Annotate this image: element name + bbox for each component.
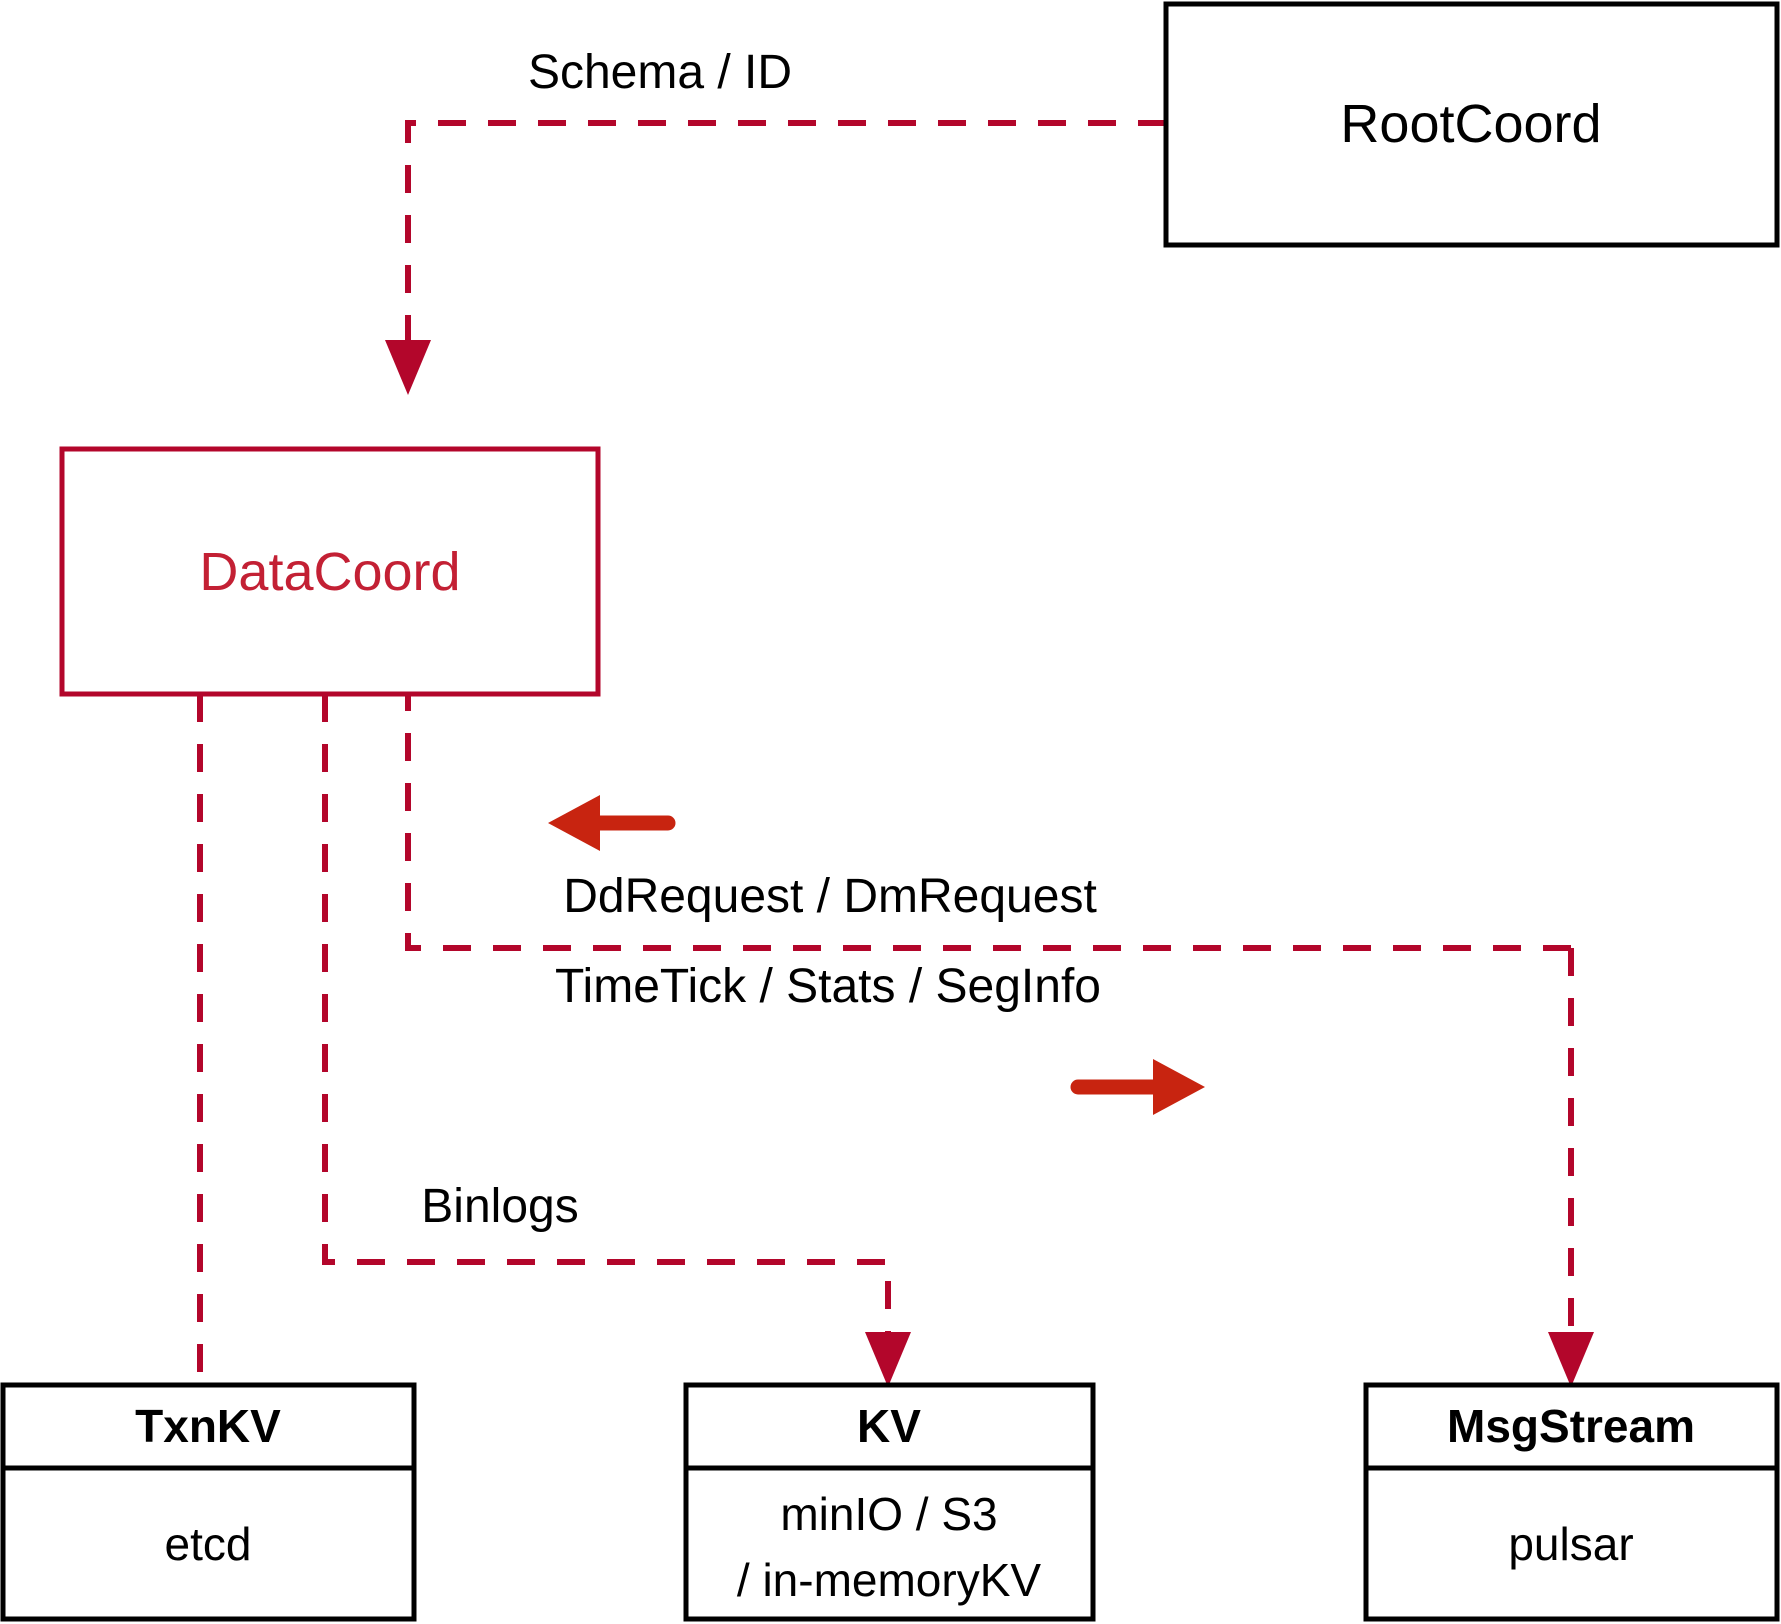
edge-timetick-stats-seginfo [1548, 948, 1594, 1387]
direction-arrow-left [548, 795, 676, 851]
node-kv-header: KV [857, 1400, 921, 1452]
arrowhead-down-msgstream [1548, 1332, 1594, 1387]
edge-label-binlogs: Binlogs [421, 1180, 578, 1233]
node-datacoord-label: DataCoord [199, 542, 460, 602]
node-txnkv[interactable] [0, 1382, 417, 1622]
edge-binlogs [322, 694, 911, 1387]
edge-schema-id [385, 120, 1166, 395]
node-kv-body-line1: minIO / S3 [780, 1488, 997, 1540]
node-txnkv-header: TxnKV [135, 1400, 281, 1452]
node-msgstream[interactable] [1363, 1382, 1780, 1622]
edge-label-ddrequest-dmrequest: DdRequest / DmRequest [563, 870, 1097, 923]
node-kv-body-line2: / in-memoryKV [737, 1554, 1041, 1606]
arrowhead-down-kv [865, 1332, 911, 1387]
edge-label-timetick-stats-seginfo: TimeTick / Stats / SegInfo [555, 960, 1101, 1013]
node-msgstream-body: pulsar [1508, 1518, 1633, 1570]
node-kv[interactable] [683, 1382, 1096, 1622]
node-msgstream-header: MsgStream [1447, 1400, 1695, 1452]
arrowhead-down-datacoord [385, 340, 431, 395]
node-txnkv-body: etcd [165, 1518, 252, 1570]
direction-arrow-right [1070, 1059, 1205, 1115]
edge-label-schema-id: Schema / ID [528, 46, 792, 99]
node-rootcoord-label: RootCoord [1340, 94, 1601, 154]
node-datacoord[interactable] [59, 446, 601, 697]
node-rootcoord[interactable] [1163, 1, 1780, 248]
